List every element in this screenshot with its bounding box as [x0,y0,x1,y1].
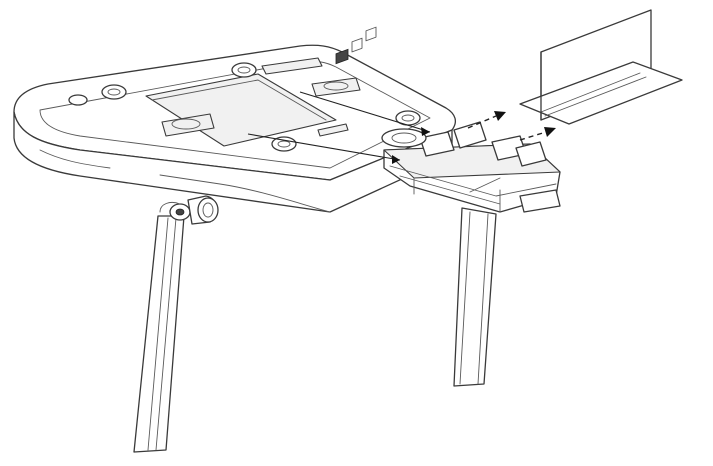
rubber-feet [68,62,421,152]
antenna-right [453,207,497,387]
mounting-slots [161,57,361,137]
dashed-arrow-lower-head [544,127,556,137]
direction-arrows [467,111,556,141]
antenna-left [133,195,219,453]
alignment-arrows [247,91,431,164]
mounting-bracket [381,121,561,213]
wall-panel [519,9,683,125]
dashed-arrow-upper-head [494,111,506,121]
port-cluster [335,26,377,65]
access-point-device [13,26,457,213]
